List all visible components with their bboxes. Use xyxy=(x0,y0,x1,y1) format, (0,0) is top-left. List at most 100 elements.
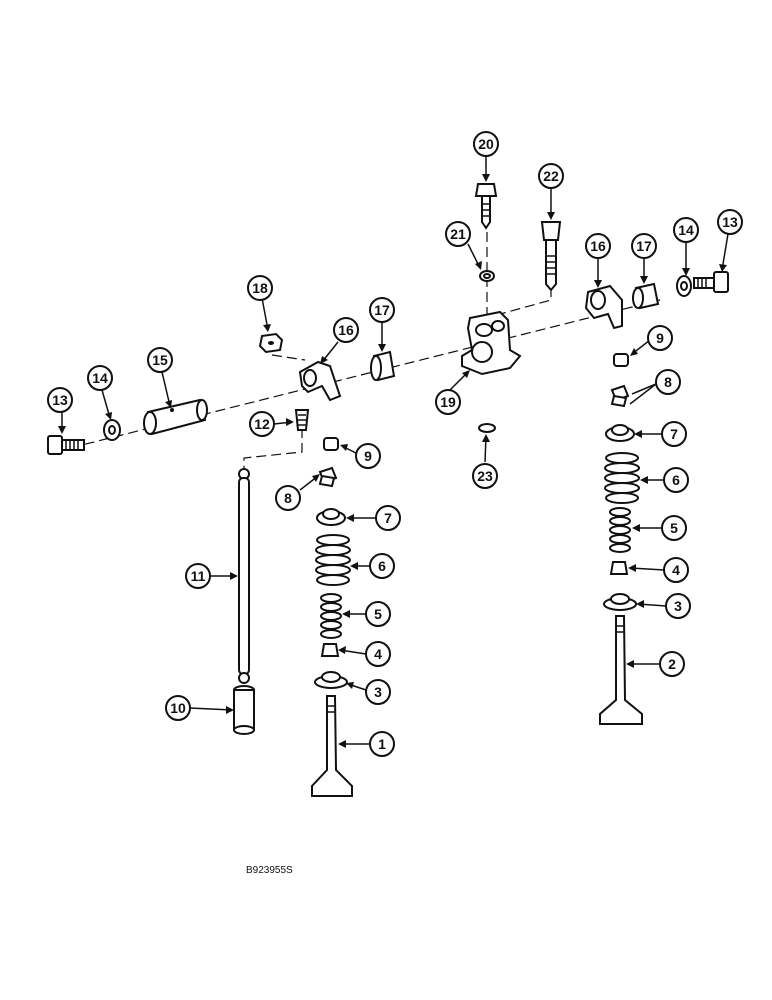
spacer-17-left xyxy=(370,350,396,382)
callout-4: 4 xyxy=(365,641,391,667)
svg-text:17: 17 xyxy=(636,238,652,254)
washer-14-right xyxy=(676,275,692,297)
callout-17: 17 xyxy=(369,297,395,323)
svg-text:16: 16 xyxy=(338,322,354,338)
svg-text:20: 20 xyxy=(478,136,494,152)
valve-cap-9-left xyxy=(323,437,339,451)
svg-text:1: 1 xyxy=(378,736,386,752)
callout-22: 22 xyxy=(538,163,564,189)
svg-text:6: 6 xyxy=(378,558,386,574)
callout-8: 8 xyxy=(655,369,681,395)
svg-text:13: 13 xyxy=(722,214,738,230)
svg-text:3: 3 xyxy=(674,598,682,614)
callout-18: 18 xyxy=(247,275,273,301)
rocker-shaft-axis xyxy=(69,299,661,449)
bolt-13-right xyxy=(693,271,729,293)
callout-13: 13 xyxy=(717,209,743,235)
svg-text:9: 9 xyxy=(656,330,664,346)
rocker-support-19 xyxy=(461,310,522,376)
callout-12: 12 xyxy=(249,411,275,437)
svg-text:7: 7 xyxy=(670,426,678,442)
nut-18 xyxy=(258,332,284,354)
svg-text:17: 17 xyxy=(374,302,390,318)
svg-text:2: 2 xyxy=(668,656,676,672)
rocker-arm-16-left xyxy=(298,360,342,402)
callout-14: 14 xyxy=(87,365,113,391)
callout-3: 3 xyxy=(365,679,391,705)
callout-14: 14 xyxy=(673,217,699,243)
callout-4: 4 xyxy=(663,557,689,583)
svg-text:10: 10 xyxy=(170,700,186,716)
outer-spring-6-left xyxy=(315,534,351,586)
callout-15: 15 xyxy=(147,347,173,373)
valve-2 xyxy=(599,615,643,725)
svg-text:13: 13 xyxy=(52,392,68,408)
callout-17: 17 xyxy=(631,233,657,259)
svg-text:16: 16 xyxy=(590,238,606,254)
valve-seal-4-right xyxy=(609,561,629,575)
callout-7: 7 xyxy=(375,505,401,531)
callout-5: 5 xyxy=(661,515,687,541)
svg-text:8: 8 xyxy=(664,374,672,390)
o-ring-23 xyxy=(478,423,496,433)
callout-5: 5 xyxy=(365,601,391,627)
svg-text:15: 15 xyxy=(152,352,168,368)
callout-9: 9 xyxy=(355,443,381,469)
bolt-13-left xyxy=(47,435,85,455)
spring-retainer-7-right xyxy=(605,424,635,442)
svg-text:23: 23 xyxy=(477,468,493,484)
assembly-line-nut-18 xyxy=(271,354,306,361)
callout-6: 6 xyxy=(663,467,689,493)
svg-text:18: 18 xyxy=(252,280,268,296)
callout-6: 6 xyxy=(369,553,395,579)
callout-2: 2 xyxy=(659,651,685,677)
svg-text:4: 4 xyxy=(374,646,382,662)
valve-keepers-8-right xyxy=(610,384,630,408)
callout-19: 19 xyxy=(435,389,461,415)
callout-23: 23 xyxy=(472,463,498,489)
tappet-10 xyxy=(233,685,255,735)
callout-16: 16 xyxy=(333,317,359,343)
svg-text:14: 14 xyxy=(92,370,108,386)
svg-text:4: 4 xyxy=(672,562,680,578)
outer-spring-6-right xyxy=(604,452,640,504)
assembly-line-pushrod xyxy=(243,428,303,470)
spring-seat-3-right xyxy=(603,593,637,611)
rocker-arm-16-right xyxy=(584,284,623,330)
callout-13: 13 xyxy=(47,387,73,413)
svg-text:21: 21 xyxy=(450,226,466,242)
svg-text:5: 5 xyxy=(670,520,678,536)
svg-text:7: 7 xyxy=(384,510,392,526)
svg-text:22: 22 xyxy=(543,168,559,184)
svg-text:9: 9 xyxy=(364,448,372,464)
assembly-line-bolt-22 xyxy=(492,272,552,317)
bolt-22 xyxy=(540,221,562,292)
adjusting-screw-12 xyxy=(294,409,310,431)
callout-9: 9 xyxy=(647,325,673,351)
leader-lines xyxy=(58,156,729,748)
svg-text:3: 3 xyxy=(374,684,382,700)
valve-seal-4-left xyxy=(320,643,340,657)
callout-1: 1 xyxy=(369,731,395,757)
spacer-17-right xyxy=(632,282,660,310)
callout-8: 8 xyxy=(275,485,301,511)
svg-text:12: 12 xyxy=(254,416,270,432)
valve-keepers-8-left xyxy=(318,466,338,488)
callout-10: 10 xyxy=(165,695,191,721)
washer-21 xyxy=(479,270,495,282)
washer-14-left xyxy=(103,419,121,441)
svg-text:14: 14 xyxy=(678,222,694,238)
push-rod-11 xyxy=(238,468,250,684)
bolt-20 xyxy=(474,183,498,230)
svg-text:8: 8 xyxy=(284,490,292,506)
valve-cap-9-right xyxy=(613,353,629,367)
svg-text:11: 11 xyxy=(191,568,206,584)
callout-3: 3 xyxy=(665,593,691,619)
inner-spring-5-right xyxy=(609,507,631,553)
valve-1 xyxy=(311,695,353,797)
svg-text:5: 5 xyxy=(374,606,382,622)
inner-spring-5-left xyxy=(320,593,342,639)
callout-11: 11 xyxy=(185,563,211,589)
callout-20: 20 xyxy=(473,131,499,157)
